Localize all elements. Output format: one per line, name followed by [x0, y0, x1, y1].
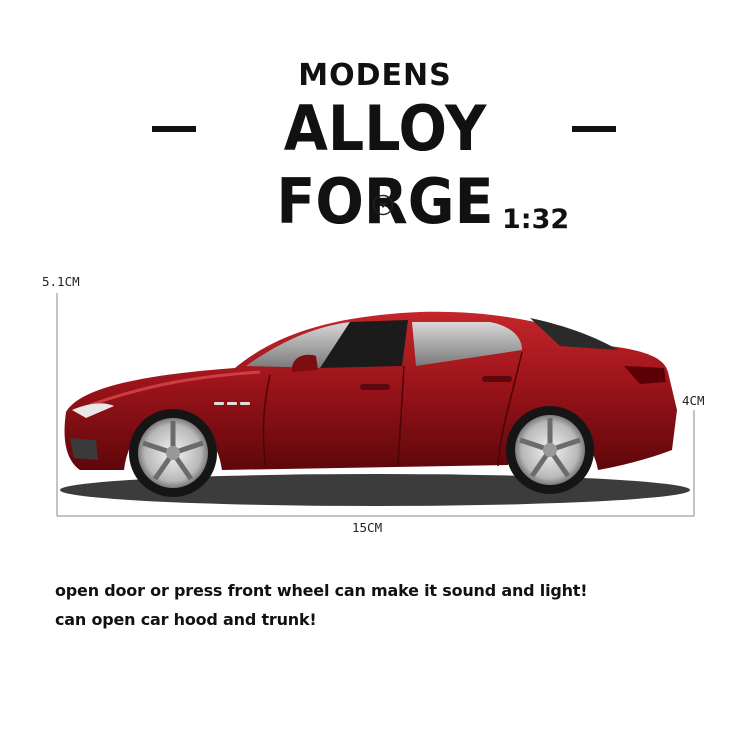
- car-mirror: [291, 354, 318, 372]
- door-handle-front: [360, 384, 390, 390]
- width-label: 4CM: [682, 393, 705, 408]
- rear-wheel: [506, 406, 594, 494]
- title-dash-right: [572, 126, 616, 132]
- dimension-lines: [56, 293, 695, 517]
- length-label: 15CM: [352, 520, 383, 535]
- feature-item: open door or press front wheel can make …: [55, 581, 588, 600]
- title-row: ALLOY FORGE: [0, 92, 750, 238]
- car-rear-window: [530, 318, 618, 350]
- chevron-down-circle-icon[interactable]: [372, 194, 394, 216]
- height-label: 5.1CM: [42, 274, 80, 289]
- front-wheel: [129, 409, 217, 497]
- car-side-window-front: [320, 320, 408, 368]
- taillight: [624, 366, 666, 384]
- side-vents: [214, 402, 250, 405]
- feature-item: can open car hood and trunk!: [55, 610, 317, 629]
- feature-list: open door or press front wheel can make …: [55, 576, 588, 634]
- scale-label: 1:32: [502, 204, 570, 235]
- product-title: ALLOY FORGE: [276, 92, 494, 238]
- front-grille: [70, 438, 98, 460]
- brand-name: MODENS: [298, 58, 452, 93]
- door-handle-rear: [482, 376, 512, 382]
- door-seams: [262, 351, 523, 469]
- car-side-window-rear: [412, 322, 522, 366]
- car-front-window: [246, 322, 350, 368]
- title-dash-left: [152, 126, 196, 132]
- headlight: [72, 403, 114, 418]
